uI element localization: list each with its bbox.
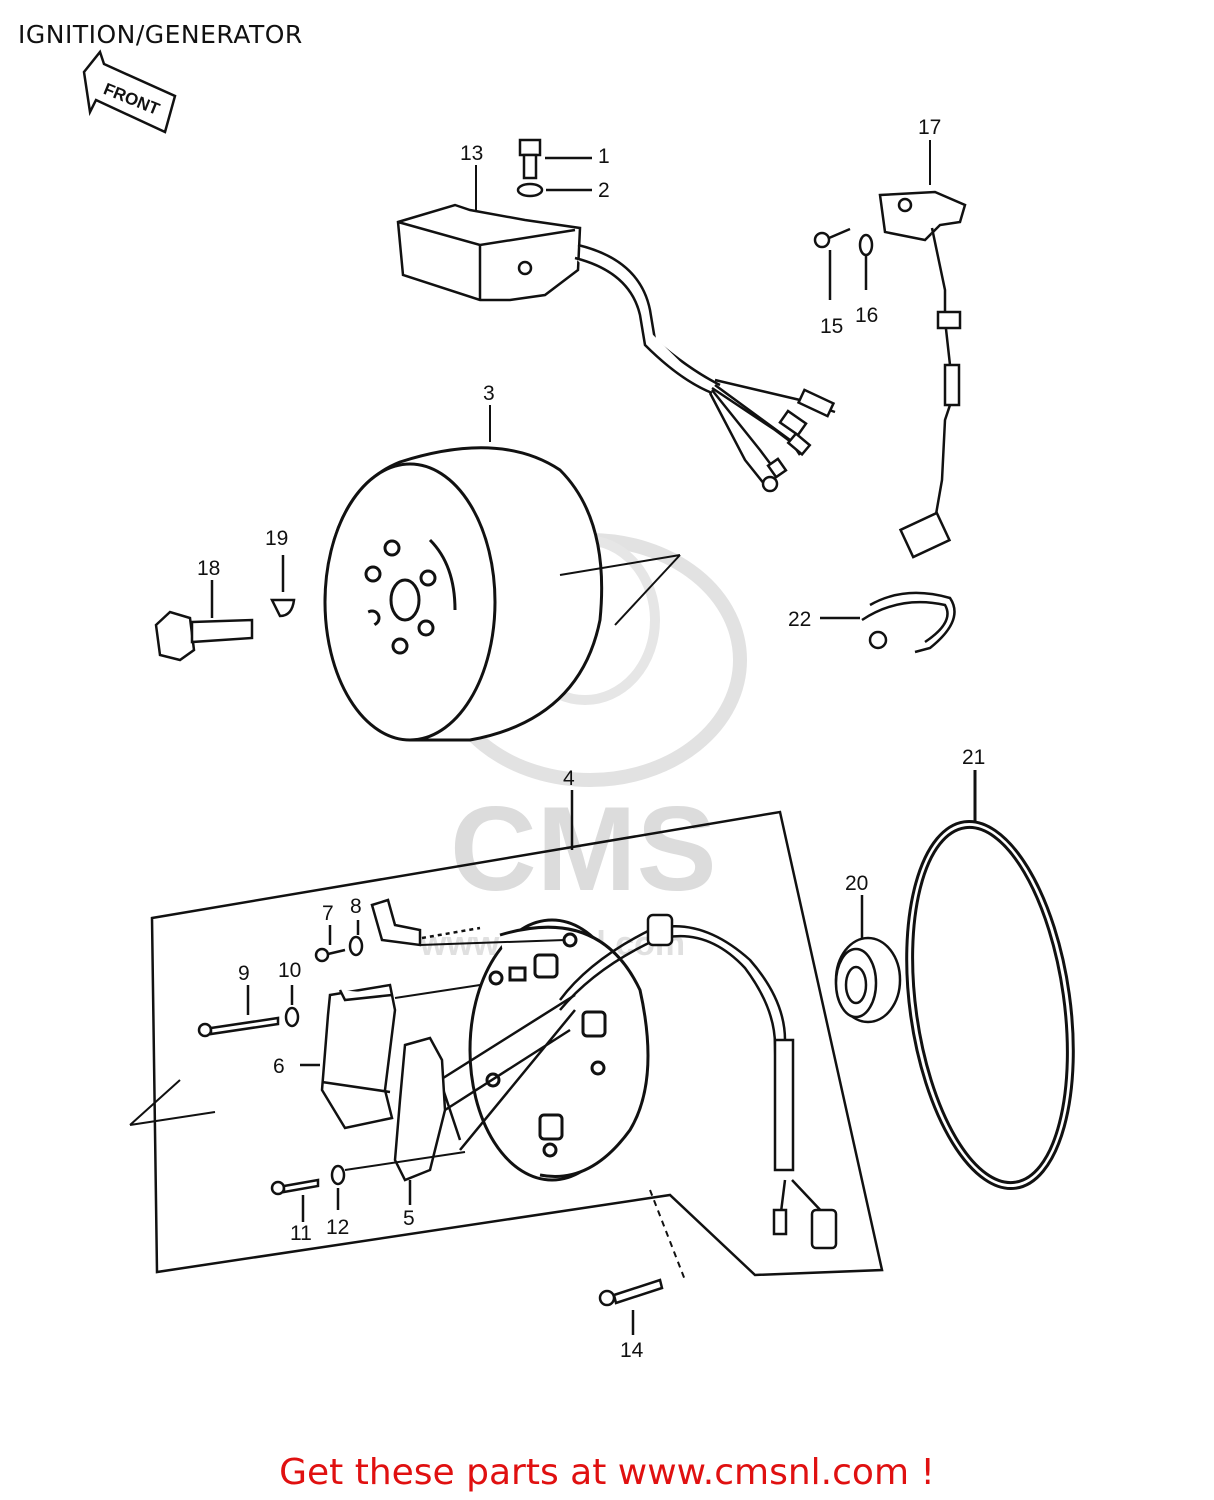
diagram-title: IGNITION/GENERATOR [18,20,303,49]
callout-18: 18 [197,557,220,580]
screw-11 [270,1178,320,1222]
stator-plate [468,918,650,1182]
parts-diagram: CMS www.cmsnl.com FRONT [82,49,1075,1362]
watermark-cms: CMS [450,782,717,916]
callout-13: 13 [460,142,483,165]
cdi-unit [396,203,836,493]
callout-12: 12 [326,1216,349,1239]
callout-22: 22 [788,608,811,631]
callout-5: 5 [403,1207,415,1230]
pickup-coil [878,190,967,559]
callout-15: 15 [820,315,843,338]
callout-16: 16 [855,304,878,327]
oil-seal-20 [834,895,902,1024]
clamp-22 [820,591,956,654]
callout-20: 20 [845,872,868,895]
callout-21: 21 [962,746,985,769]
screw-14 [598,1278,664,1335]
screw-7 [314,925,346,963]
bolt-1 [518,138,592,180]
front-arrow: FRONT [82,49,177,134]
callout-19: 19 [265,527,288,550]
screw-15 [813,227,851,300]
callout-8: 8 [350,895,362,918]
rotor-bolt-18 [154,580,254,662]
callout-11: 11 [290,1222,312,1245]
callout-17: 17 [918,116,941,139]
callout-3: 3 [483,382,495,405]
washer-10 [284,985,300,1028]
callout-6: 6 [273,1055,285,1078]
washer-8 [348,920,364,957]
woodruff-key-19 [269,555,296,618]
stator-harness [438,913,838,1250]
callout-2: 2 [598,179,610,202]
callout-7: 7 [322,902,334,925]
charging-coil-6 [300,983,397,1130]
flywheel-rotor [323,446,604,742]
callout-14: 14 [620,1339,644,1362]
washer-2 [516,182,592,198]
exciter-coil-5 [393,1036,447,1205]
bracket-8 [370,898,481,947]
o-ring-21 [905,770,1075,1191]
stator-assembly-frame [150,790,884,1277]
leader-lines-stator [129,939,686,1281]
washer-16 [858,233,874,290]
callout-9: 9 [238,962,250,985]
washer-12 [330,1164,346,1210]
footer-link-text[interactable]: Get these parts at www.cmsnl.com ! [279,1452,935,1493]
callout-4: 4 [563,767,575,790]
screw-9 [197,985,280,1038]
callout-10: 10 [278,959,301,982]
leader-lines-rotor [559,554,681,626]
leader-lines-top [475,140,931,442]
callout-1: 1 [598,145,610,168]
